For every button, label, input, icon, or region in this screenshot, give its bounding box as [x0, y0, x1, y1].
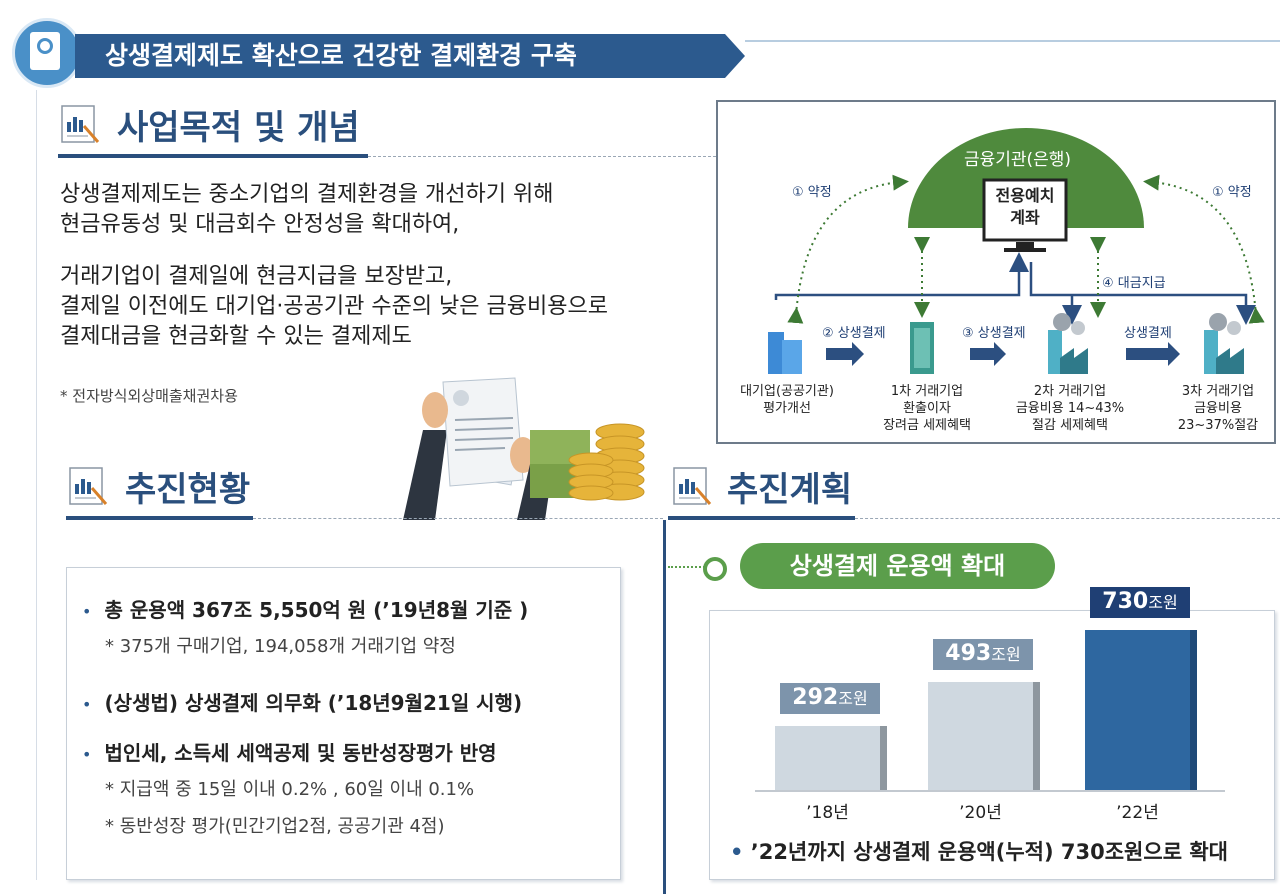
node-line: 대기업(공공기관) [740, 384, 834, 399]
payment-label: ④ 대금지급 [1102, 276, 1166, 291]
node-line: 3차 거래기업 [1181, 384, 1255, 399]
purpose-line: 상생결제제도는 중소기업의 결제환경을 개선하기 위해 [60, 182, 554, 207]
bank-label: 금융기관(은행) [963, 150, 1072, 170]
node-tier2: 2차 거래기업 금융비용 14~43% 절감 세제혜택 [1005, 383, 1135, 434]
header-divider [745, 40, 1280, 42]
agreement-left-label: ① 약정 [792, 185, 832, 200]
chart-bar [775, 726, 887, 790]
chart-bar [928, 681, 1040, 790]
plan-footer-text: ’22년까지 상생결제 운용액(누적) 730조원으로 확대 [750, 840, 1228, 864]
node-line: 23~37%절감 [1177, 418, 1259, 433]
node-line: 평가개선 [763, 401, 811, 416]
section-underline-plan [668, 516, 855, 520]
node-line: 환출이자 [903, 401, 951, 416]
section-underline-purpose [58, 154, 368, 158]
section-title-status: 추진현황 [125, 470, 251, 510]
purpose-line: 결제일 이전에도 대기업·공공기관 수준의 낮은 금융비용으로 [60, 294, 608, 319]
purpose-line: 현금유동성 및 대금회수 안정성을 확대하여, [60, 212, 460, 237]
purpose-footnote: * 전자방식외상매출채권차용 [60, 387, 238, 405]
diagram-graphics [768, 128, 1265, 374]
status-item: • 법인세, 소득세 세액공제 및 동반성장평가 반영 [82, 737, 497, 766]
page-title: 상생결제제도 확산으로 건강한 결제환경 구축 [105, 41, 577, 70]
node-line: 2차 거래기업 [1033, 384, 1107, 399]
plan-pill: 상생결제 운용액 확대 [740, 543, 1055, 589]
chart-x-tick: ’22년 [1116, 803, 1159, 823]
purpose-paragraph-2: 거래기업이 결제일에 현금지급을 보장받고, 결제일 이전에도 대기업·공공기관… [60, 262, 608, 352]
section-dashline-status [253, 518, 663, 519]
status-item-text: (상생법) 상생결제 의무화 (’18년9월21일 시행) [104, 691, 523, 715]
report-chart-icon [61, 105, 100, 143]
section-underline-status [66, 516, 253, 520]
chart-x-tick: ’18년 [806, 803, 849, 823]
title-banner [75, 34, 725, 78]
step3-label: ③ 상생결제 [962, 326, 1026, 341]
chart-x-tick: ’20년 [959, 803, 1002, 823]
pill-node [703, 557, 727, 581]
node-tier1: 1차 거래기업 환출이자 장려금 세제혜택 [862, 383, 992, 434]
chart-value-label: 292조원 [780, 683, 880, 714]
node-large-company: 대기업(공공기관) 평가개선 [722, 383, 852, 417]
chart-circle-icon [37, 38, 53, 54]
report-chart-icon [69, 467, 108, 505]
status-item-text: 총 운용액 367조 5,550억 원 (’19년8월 기준 ) [104, 598, 529, 622]
deposit-account-line: 계좌 [1010, 208, 1040, 227]
bullet-dot: • [730, 840, 751, 864]
node-line: 금융비용 [1194, 401, 1242, 416]
step2-label: ② 상생결제 [822, 326, 886, 341]
title-banner-arrow [725, 34, 745, 78]
status-subnote: * 375개 구매기업, 194,058개 거래기업 약정 [105, 636, 456, 657]
status-subnote: * 동반성장 평가(민간기업2점, 공공기관 4점) [105, 816, 445, 837]
deposit-account-line: 전용예치 [995, 186, 1055, 205]
status-box [66, 567, 621, 880]
plan-footer: • ’22년까지 상생결제 운용액(누적) 730조원으로 확대 [730, 836, 1228, 866]
node-line: 1차 거래기업 [890, 384, 964, 399]
section-title-purpose: 사업목적 및 개념 [117, 108, 360, 148]
purpose-line: 거래기업이 결제일에 현금지급을 보장받고, [60, 264, 453, 289]
chart-value-label: 730조원 [1090, 587, 1190, 618]
bullet-dot: • [82, 745, 92, 764]
left-guide-line [36, 90, 37, 880]
bullet-dot: • [82, 695, 92, 714]
section-title-plan: 추진계획 [727, 470, 853, 510]
step4-label: 상생결제 [1124, 326, 1172, 341]
pill-connector [668, 566, 708, 568]
purpose-paragraph-1: 상생결제제도는 중소기업의 결제환경을 개선하기 위해 현금유동성 및 대금회수… [60, 180, 554, 240]
deposit-account-label: 전용예치 계좌 [986, 185, 1064, 229]
chart-baseline [755, 790, 1225, 792]
payment-illustration [403, 377, 645, 520]
node-line: 장려금 세제혜택 [883, 418, 971, 433]
status-item: • (상생법) 상생결제 의무화 (’18년9월21일 시행) [82, 687, 522, 716]
node-tier3: 3차 거래기업 금융비용 23~37%절감 [1163, 383, 1273, 434]
report-chart-icon [673, 467, 712, 505]
status-subnote: * 지급액 중 15일 이내 0.2% , 60일 이내 0.1% [105, 779, 475, 800]
status-item-text: 법인세, 소득세 세액공제 및 동반성장평가 반영 [104, 741, 497, 765]
chart-value-label: 493조원 [933, 638, 1033, 670]
agreement-right-label: ① 약정 [1212, 185, 1252, 200]
status-item: • 총 운용액 367조 5,550억 원 (’19년8월 기준 ) [82, 594, 528, 623]
purpose-line: 결제대금을 현금화할 수 있는 결제제도 [60, 324, 412, 349]
node-line: 금융비용 14~43% [1015, 401, 1125, 416]
section-dashline-plan [855, 518, 1280, 519]
bullet-dot: • [82, 602, 92, 621]
node-line: 절감 세제혜택 [1032, 418, 1108, 433]
section-dashline-purpose [368, 156, 716, 157]
chart-bar [1085, 630, 1197, 790]
plan-divider [663, 520, 666, 894]
header-logo [12, 18, 82, 88]
